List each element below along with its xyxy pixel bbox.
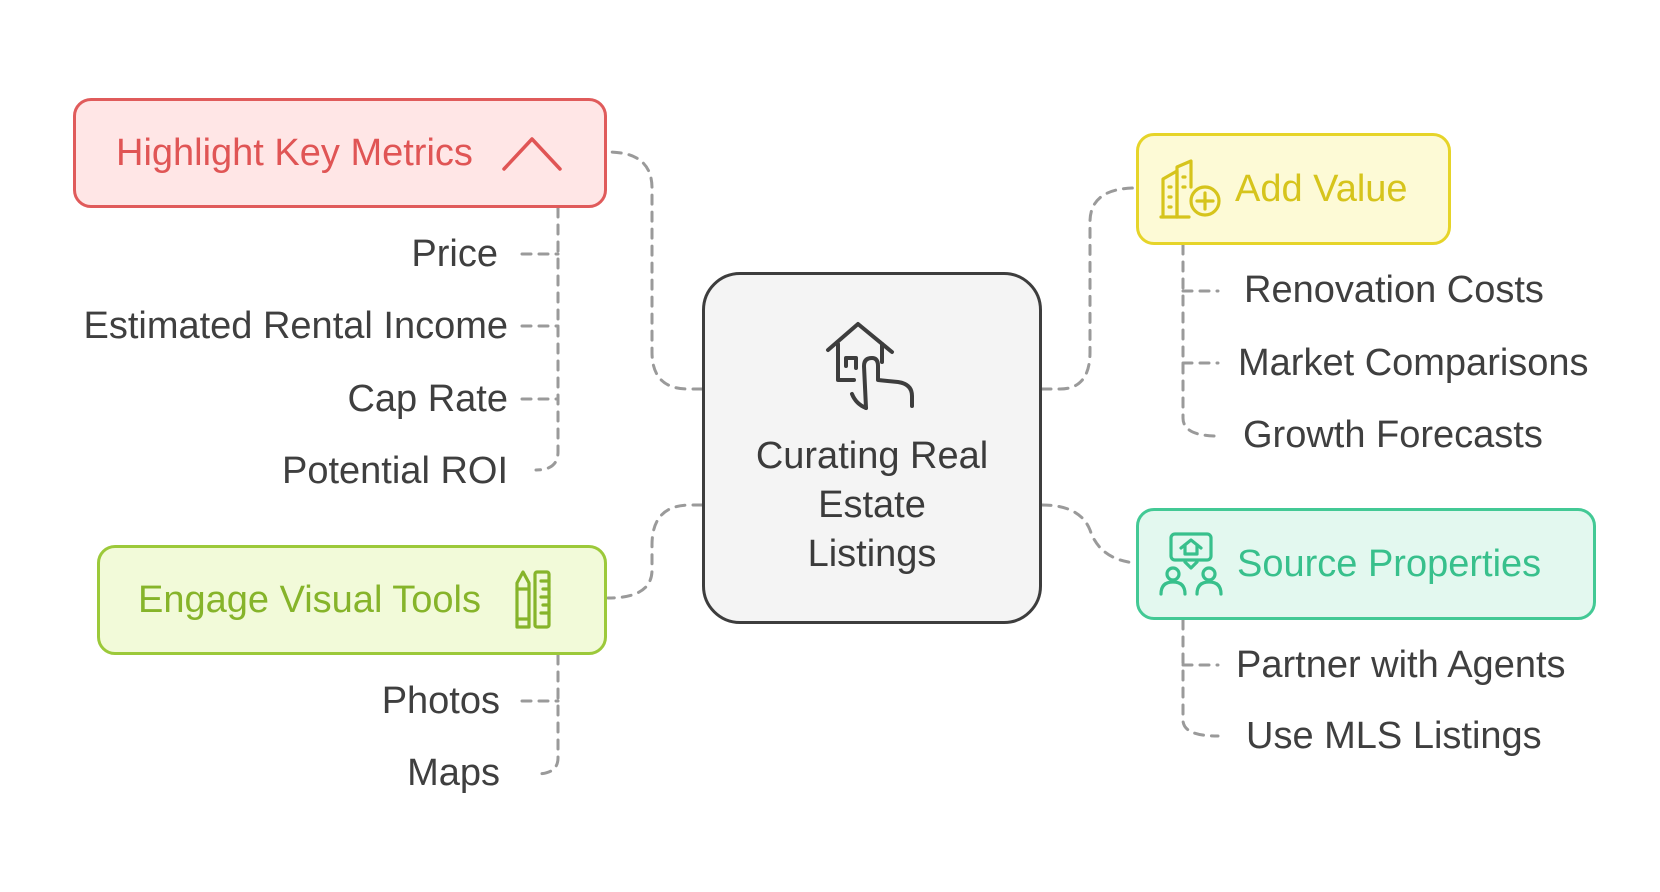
branch-engage-visual-tools[interactable]: Engage Visual Tools xyxy=(97,545,607,655)
connector-addvalue-trunk xyxy=(1181,243,1220,438)
leaf-cap-rate: Cap Rate xyxy=(347,378,508,420)
connector-center-source xyxy=(1040,503,1138,565)
branch-highlight-key-metrics[interactable]: Highlight Key Metrics xyxy=(73,98,607,208)
house-hand-icon xyxy=(826,321,914,410)
leaf-renovation-costs: Renovation Costs xyxy=(1244,269,1544,311)
center-title: Curating Real Estate Listings xyxy=(755,434,989,575)
leaf-price: Price xyxy=(411,233,498,275)
chevron-up-icon xyxy=(502,137,562,171)
leaf-use-mls-listings: Use MLS Listings xyxy=(1246,715,1542,757)
leaf-estimated-rental-income: Estimated Rental Income xyxy=(83,305,508,347)
connector-center-addvalue xyxy=(1040,186,1138,391)
leaf-maps: Maps xyxy=(407,752,500,794)
connector-center-visual xyxy=(606,503,704,600)
connector-center-highlight xyxy=(606,150,704,391)
branch-add-value[interactable]: Add Value xyxy=(1136,133,1451,245)
connector-highlight-trunk xyxy=(534,206,560,472)
branch-label: Engage Visual Tools xyxy=(138,578,481,621)
branch-label: Source Properties xyxy=(1237,542,1542,585)
building-plus-icon xyxy=(1159,159,1221,219)
leaf-potential-roi: Potential ROI xyxy=(282,450,508,492)
leaf-market-comparisons: Market Comparisons xyxy=(1238,342,1589,384)
connector-source-trunk xyxy=(1181,618,1220,738)
branch-label: Add Value xyxy=(1235,167,1408,210)
leaf-partner-with-agents: Partner with Agents xyxy=(1236,644,1566,686)
connector-visual-trunk xyxy=(534,653,560,776)
branch-label: Highlight Key Metrics xyxy=(116,131,473,174)
leaf-growth-forecasts: Growth Forecasts xyxy=(1243,414,1543,456)
leaf-photos: Photos xyxy=(381,680,500,722)
center-node[interactable]: Curating Real Estate Listings xyxy=(702,272,1042,624)
pencil-ruler-icon xyxy=(515,570,551,629)
people-house-icon xyxy=(1159,532,1223,596)
branch-source-properties[interactable]: Source Properties xyxy=(1136,508,1596,620)
